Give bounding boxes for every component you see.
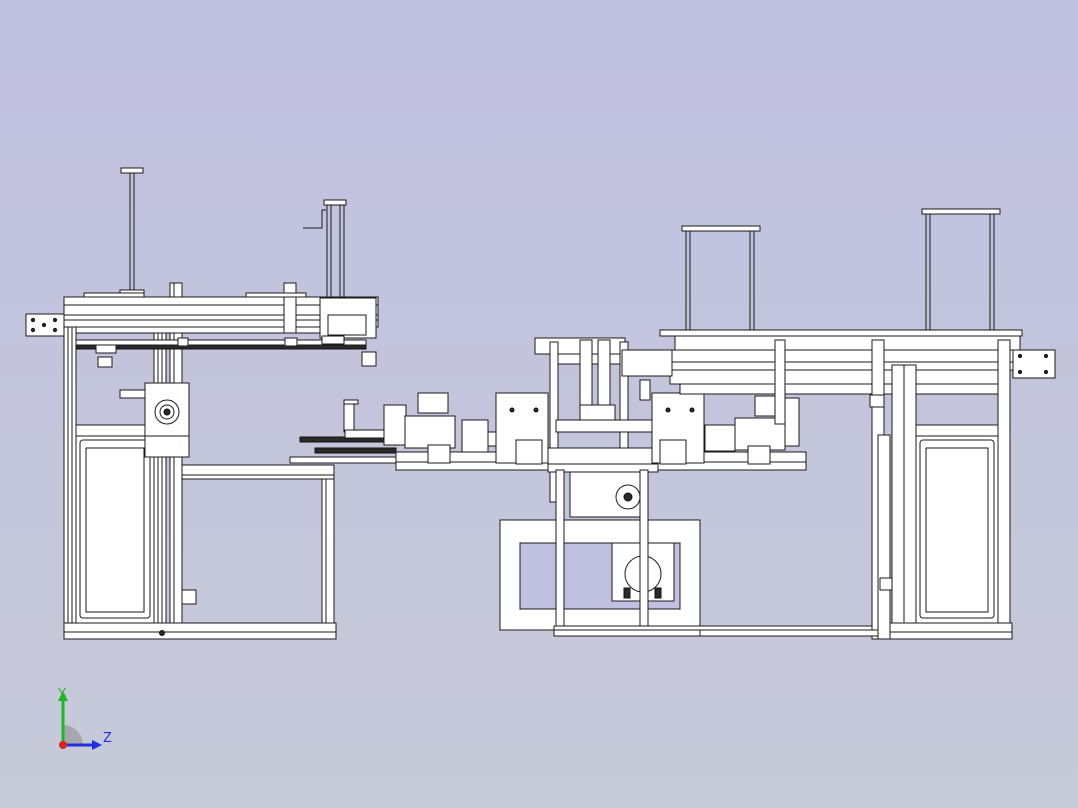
right-frame-module[interactable]	[621, 208, 1056, 640]
y-axis-head-icon	[58, 691, 68, 701]
z-axis-label: Z	[103, 731, 112, 746]
triad-arc	[63, 725, 83, 745]
z-axis-head-icon	[92, 740, 102, 750]
coordinate-triad: Y Z	[50, 685, 120, 755]
x-axis-dot-icon	[59, 741, 67, 749]
center-indexing-module[interactable]	[289, 337, 895, 637]
left-frame-module[interactable]	[25, 167, 379, 640]
y-axis-label: Y	[57, 687, 66, 702]
triad-graphic: Y Z	[57, 687, 112, 750]
